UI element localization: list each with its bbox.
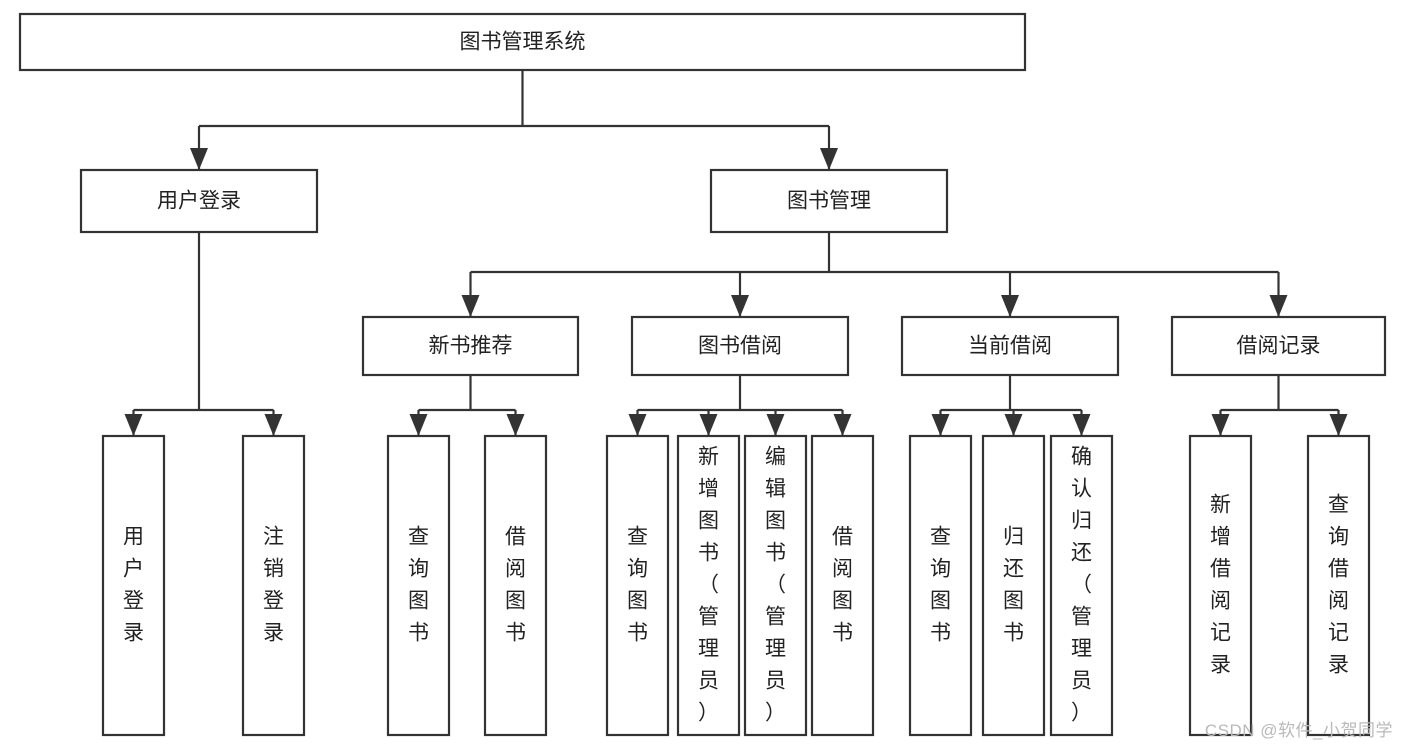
借阅记录-to-leaves-arrow-icon-1 xyxy=(1329,414,1348,436)
node-level3-2-box[interactable] xyxy=(900,315,1120,377)
当前借阅-to-leaves-arrow-icon-0 xyxy=(931,414,950,436)
node-leaf-3-box[interactable] xyxy=(483,434,548,737)
book-management-to-level3-arrow-icon-1 xyxy=(731,295,749,317)
node-level3-0-box[interactable] xyxy=(361,315,580,377)
新书推荐-to-leaves-arrow-icon-0 xyxy=(409,414,428,436)
node-leaf-12-box[interactable] xyxy=(1306,434,1371,737)
node-level2-0-label: 用户登录 xyxy=(157,190,241,213)
node-leaf-7[interactable]: 借阅图书 xyxy=(810,434,875,737)
node-leaf-1[interactable]: 注销登录 xyxy=(241,434,306,737)
node-leaf-8-box[interactable] xyxy=(908,434,973,737)
node-root-system-label: 图书管理系统 xyxy=(460,31,586,54)
node-leaf-2[interactable]: 查询图书 xyxy=(386,434,451,737)
root-to-level2-arrow-icon-0 xyxy=(190,148,208,170)
node-leaf-0-box[interactable] xyxy=(101,434,166,737)
user-login-to-leaves-arrow-icon-1 xyxy=(264,414,283,436)
node-leaf-2-box[interactable] xyxy=(386,434,451,737)
node-leaf-9-label: 归还图书 xyxy=(1003,525,1024,644)
node-leaf-1-label: 注销登录 xyxy=(263,525,284,644)
csdn-watermark: CSDN @软件_小贺同学 xyxy=(1204,721,1393,740)
node-leaf-4[interactable]: 查询图书 xyxy=(605,434,670,737)
node-leaf-12[interactable]: 查询借阅记录 xyxy=(1306,434,1371,737)
node-leaf-11[interactable]: 新增借阅记录 xyxy=(1188,434,1253,737)
node-level3-3-label: 借阅记录 xyxy=(1237,335,1321,358)
node-leaf-9[interactable]: 归还图书 xyxy=(981,434,1046,737)
node-root-system-box[interactable] xyxy=(18,12,1027,72)
图书借阅-to-leaves-arrow-icon-2 xyxy=(766,414,785,436)
node-level3-1-label: 图书借阅 xyxy=(698,335,782,358)
node-leaf-5-label: 新增图书（管理员） xyxy=(698,445,719,724)
图书借阅-to-leaves-arrow-icon-0 xyxy=(628,414,647,436)
node-leaf-8-label: 查询图书 xyxy=(930,525,951,644)
node-level3-0-label: 新书推荐 xyxy=(429,335,513,358)
node-leaf-8[interactable]: 查询图书 xyxy=(908,434,973,737)
node-leaf-3-label: 借阅图书 xyxy=(505,525,526,644)
node-leaf-10[interactable]: 确认归还（管理员） xyxy=(1049,434,1114,737)
root-to-level2-arrow-icon-1 xyxy=(820,148,838,170)
node-root-system[interactable]: 图书管理系统 xyxy=(18,12,1027,72)
node-leaf-4-box[interactable] xyxy=(605,434,670,737)
node-level2-1-label: 图书管理 xyxy=(787,190,871,213)
node-level3-1-box[interactable] xyxy=(630,315,850,377)
node-leaf-11-label: 新增借阅记录 xyxy=(1210,493,1231,676)
node-level3-3[interactable]: 借阅记录 xyxy=(1170,315,1387,377)
node-level3-2[interactable]: 当前借阅 xyxy=(900,315,1120,377)
node-leaf-5[interactable]: 新增图书（管理员） xyxy=(676,434,741,737)
node-level3-1[interactable]: 图书借阅 xyxy=(630,315,850,377)
node-level3-2-label: 当前借阅 xyxy=(968,335,1052,358)
图书借阅-to-leaves-arrow-icon-1 xyxy=(699,414,718,436)
node-leaf-10-box[interactable] xyxy=(1049,434,1114,737)
node-leaf-0-label: 用户登录 xyxy=(123,525,144,644)
node-level3-3-box[interactable] xyxy=(1170,315,1387,377)
user-login-to-leaves-arrow-icon-0 xyxy=(124,414,143,436)
connectors-layer xyxy=(124,70,1348,436)
node-leaf-9-box[interactable] xyxy=(981,434,1046,737)
node-leaf-4-label: 查询图书 xyxy=(627,525,648,644)
node-level2-1-box[interactable] xyxy=(709,168,949,234)
book-management-to-level3-arrow-icon-3 xyxy=(1269,295,1288,317)
新书推荐-to-leaves-arrow-icon-1 xyxy=(506,414,525,436)
node-leaf-2-label: 查询图书 xyxy=(408,525,429,644)
book-management-to-level3-arrow-icon-0 xyxy=(461,295,480,317)
node-level2-0[interactable]: 用户登录 xyxy=(79,168,319,234)
book-management-to-level3-arrow-icon-2 xyxy=(1001,295,1019,317)
node-level2-1[interactable]: 图书管理 xyxy=(709,168,949,234)
node-leaf-6-label: 编辑图书（管理员） xyxy=(765,445,786,724)
node-level3-0[interactable]: 新书推荐 xyxy=(361,315,580,377)
node-leaf-3[interactable]: 借阅图书 xyxy=(483,434,548,737)
当前借阅-to-leaves-arrow-icon-2 xyxy=(1072,414,1091,436)
图书借阅-to-leaves-arrow-icon-3 xyxy=(833,414,852,436)
node-leaf-6[interactable]: 编辑图书（管理员） xyxy=(743,434,808,737)
node-leaf-10-label: 确认归还（管理员） xyxy=(1071,445,1092,724)
node-leaf-6-box[interactable] xyxy=(743,434,808,737)
nodes-layer: 图书管理系统用户登录图书管理新书推荐图书借阅当前借阅借阅记录用户登录注销登录查询… xyxy=(18,12,1387,737)
当前借阅-to-leaves-arrow-icon-1 xyxy=(1004,414,1023,436)
node-leaf-5-box[interactable] xyxy=(676,434,741,737)
node-leaf-12-label: 查询借阅记录 xyxy=(1328,493,1349,676)
node-leaf-1-box[interactable] xyxy=(241,434,306,737)
node-leaf-11-box[interactable] xyxy=(1188,434,1253,737)
借阅记录-to-leaves-arrow-icon-0 xyxy=(1211,414,1230,436)
node-leaf-7-label: 借阅图书 xyxy=(832,525,853,644)
node-leaf-0[interactable]: 用户登录 xyxy=(101,434,166,737)
node-leaf-7-box[interactable] xyxy=(810,434,875,737)
node-level2-0-box[interactable] xyxy=(79,168,319,234)
